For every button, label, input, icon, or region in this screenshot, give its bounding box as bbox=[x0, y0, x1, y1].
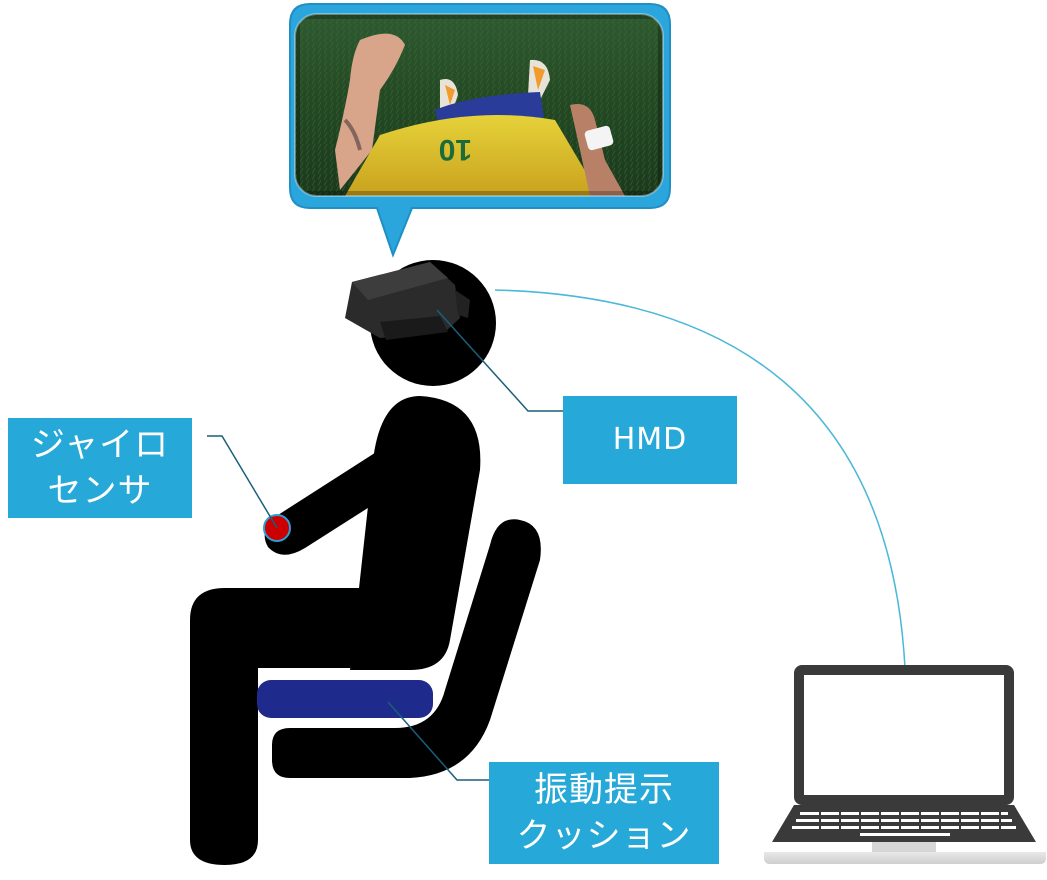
label-connectors bbox=[207, 309, 563, 781]
vibration-cushion bbox=[257, 680, 433, 718]
gyro-sensor-label: ジャイロ センサ bbox=[8, 418, 192, 518]
vibration-cushion-label: 振動提示 クッション bbox=[489, 762, 719, 864]
chair bbox=[272, 519, 541, 778]
vibration-cushion-label-line2: クッション bbox=[516, 816, 692, 856]
hmd-connector bbox=[436, 309, 563, 412]
svg-text:10: 10 bbox=[439, 133, 472, 166]
hmd-label-text: HMD bbox=[612, 422, 688, 457]
hmd-label: HMD bbox=[563, 396, 737, 484]
seated-person bbox=[190, 260, 496, 865]
laptop-icon bbox=[764, 665, 1046, 864]
cushion-connector bbox=[387, 701, 489, 781]
gyro-connector bbox=[207, 435, 278, 529]
gyro-sensor-label-line2: センサ bbox=[47, 471, 153, 511]
vr-view-bubble: 10 bbox=[289, 3, 671, 258]
first-person-vr-view-image: 10 bbox=[295, 14, 663, 196]
hmd-to-laptop-cable bbox=[494, 289, 906, 669]
vr-headset-icon bbox=[345, 262, 470, 340]
gyro-sensor-label-line1: ジャイロ bbox=[30, 425, 170, 465]
vibration-cushion-label-line1: 振動提示 bbox=[534, 770, 674, 810]
